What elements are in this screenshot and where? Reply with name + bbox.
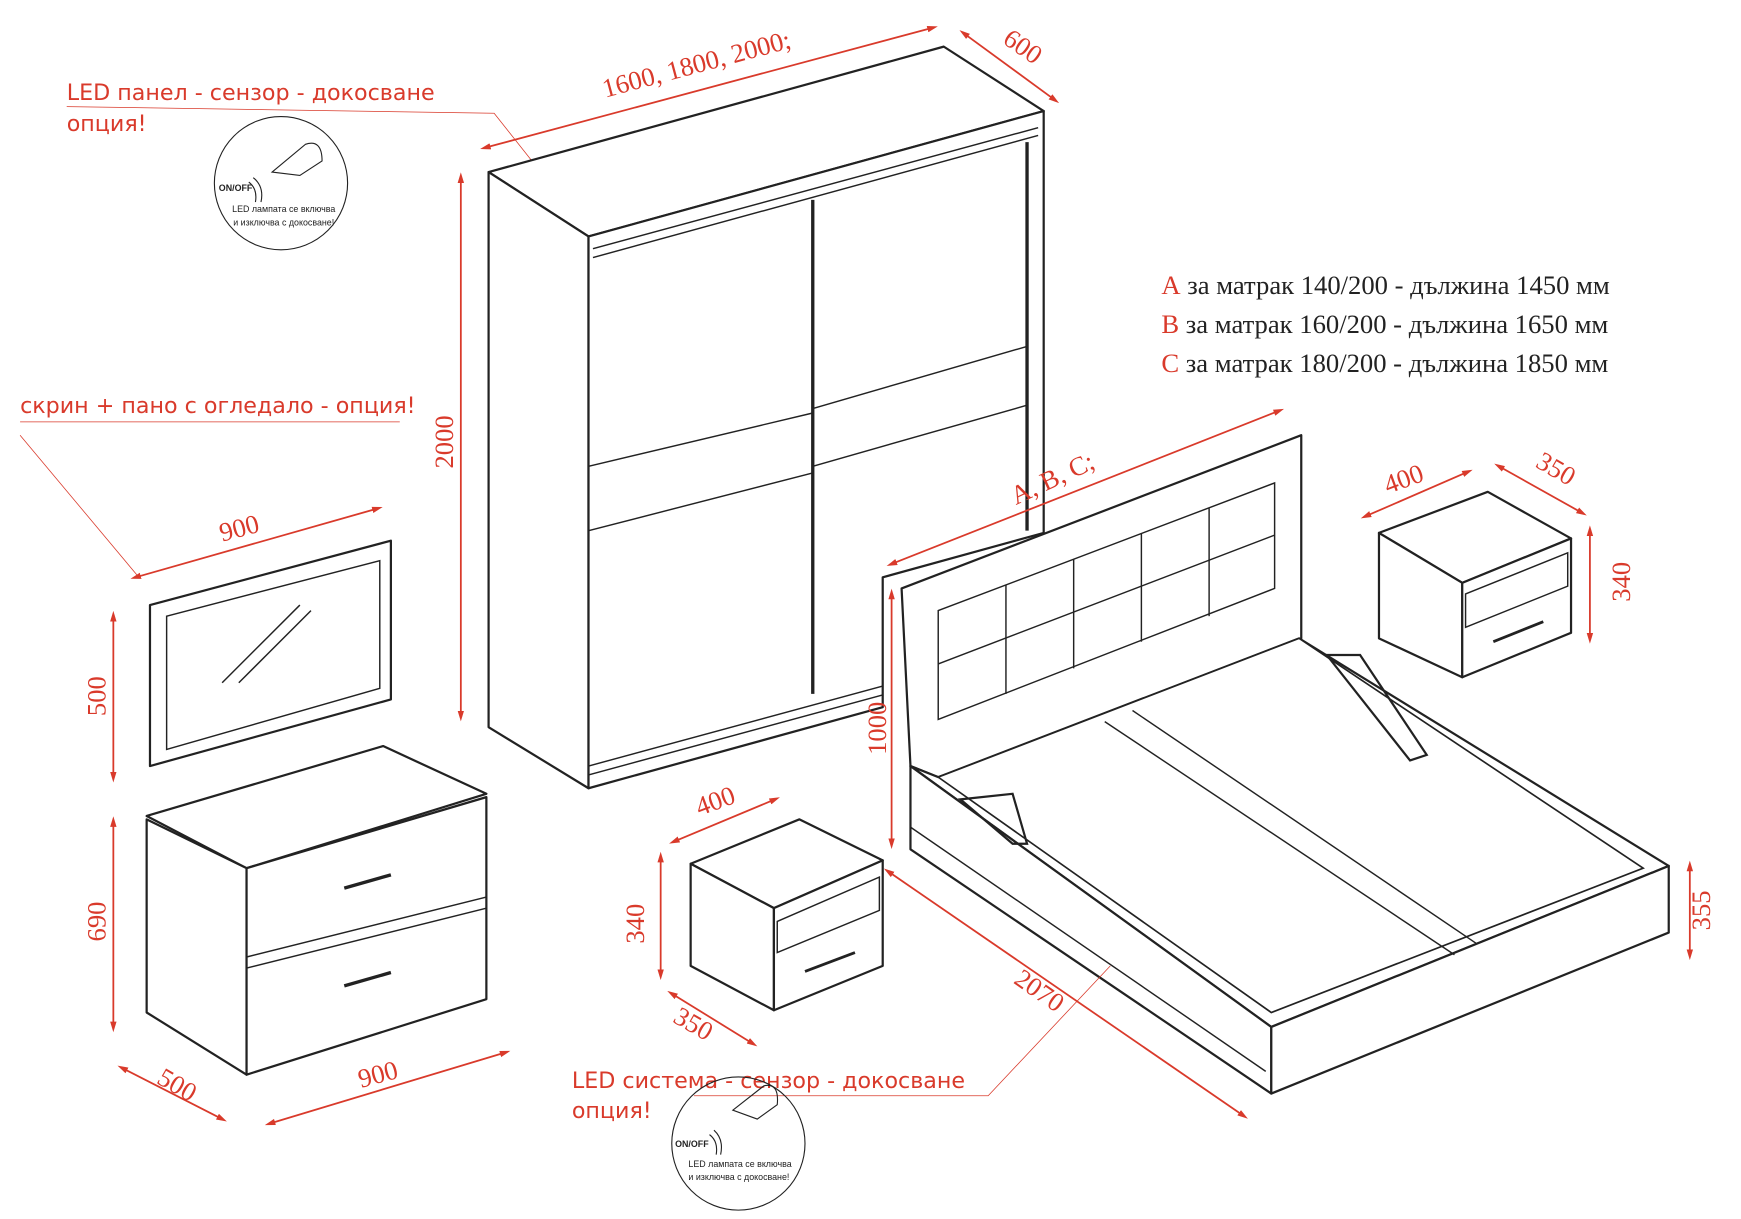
mirror (148, 539, 393, 768)
mirror-width-label: 900 (216, 508, 262, 547)
legend-letter: C (1161, 348, 1179, 378)
legend-letter: B (1161, 309, 1179, 339)
dresser-width-arrow (264, 1050, 511, 1126)
dresser-height-label: 690 (82, 902, 112, 942)
nightstand-left (689, 818, 884, 1012)
nightstand-right-height-label: 340 (1606, 562, 1636, 602)
nightstand-right-depth-label: 350 (1531, 445, 1581, 491)
nightstand-right-width-arrow (1360, 469, 1473, 519)
bed-frame-height-label: 355 (1686, 890, 1716, 930)
touch-sensor-badge-bottom: ON/OFF LED лампата се включва и изключва… (671, 1076, 806, 1211)
wardrobe-depth-arrow (959, 30, 1060, 104)
wardrobe-width-arrow (480, 26, 938, 150)
badge-text-2: и изключва с докосване! (233, 217, 334, 227)
badge-text-2: и изключва с докосване! (688, 1172, 789, 1182)
badge-circle (213, 116, 349, 251)
legend-letter: A (1161, 270, 1181, 300)
bed-headboard-height-label: 1000 (862, 702, 892, 755)
hand-icon (731, 1084, 779, 1120)
badge-on-off: ON/OFF (219, 183, 253, 193)
dresser (145, 744, 488, 1076)
led-panel-option: опция! (67, 111, 147, 137)
bed-width-arrow (886, 408, 1285, 566)
dresser-width-label: 900 (355, 1054, 401, 1093)
led-panel-callout: LED панел - сензор - докосване опция! (66, 80, 609, 258)
nightstand-left-depth-label: 350 (669, 1001, 719, 1047)
nightstand-left-width-arrow (669, 797, 780, 844)
dresser-option-label: скрин + пано с огледало - опция! (20, 393, 416, 419)
nightstand-right-depth-arrow (1494, 463, 1587, 516)
led-system-leader (693, 965, 1111, 1097)
wardrobe-height-label: 2000 (429, 415, 459, 468)
nightstand-right (1377, 490, 1573, 679)
legend-text: за матрак 140/200 - дължина 1450 мм (1187, 270, 1610, 300)
nightstand-left-depth-arrow (667, 990, 758, 1047)
touch-sensor-badge-top: ON/OFF LED лампата се включва и изключва… (213, 116, 349, 251)
bed-length-arrow (883, 868, 1248, 1119)
mirror-height-label: 500 (82, 676, 112, 716)
dresser-depth-label: 500 (153, 1062, 203, 1108)
led-panel-label: LED панел - сензор - докосване (67, 80, 435, 106)
mirror-width-arrow (130, 506, 383, 579)
dresser-depth-arrow (117, 1065, 227, 1122)
led-system-callout: LED система - сензор - докосване опция! (572, 965, 1111, 1124)
dresser-option-leader (19, 434, 140, 578)
badge-text-1: LED лампата се включва (232, 204, 335, 214)
hand-icon (270, 142, 323, 176)
badge-circle (671, 1076, 806, 1211)
signal-waves-icon (709, 1129, 723, 1155)
nightstand-left-width-label: 400 (691, 780, 739, 822)
legend-text: за матрак 180/200 - дължина 1850 мм (1186, 348, 1609, 378)
led-system-label: LED система - сензор - докосване (572, 1068, 965, 1094)
dresser-option-callout: скрин + пано с огледало - опция! (19, 393, 416, 578)
nightstand-left-height-label: 340 (620, 904, 650, 944)
bed-length-label: 2070 (1009, 963, 1070, 1018)
legend-text: за матрак 160/200 - дължина 1650 мм (1186, 309, 1609, 339)
signal-waves-icon (248, 177, 263, 203)
led-system-option: опция! (572, 1098, 652, 1124)
badge-text-1: LED лампата се включва (688, 1159, 791, 1169)
badge-on-off: ON/OFF (675, 1139, 709, 1149)
